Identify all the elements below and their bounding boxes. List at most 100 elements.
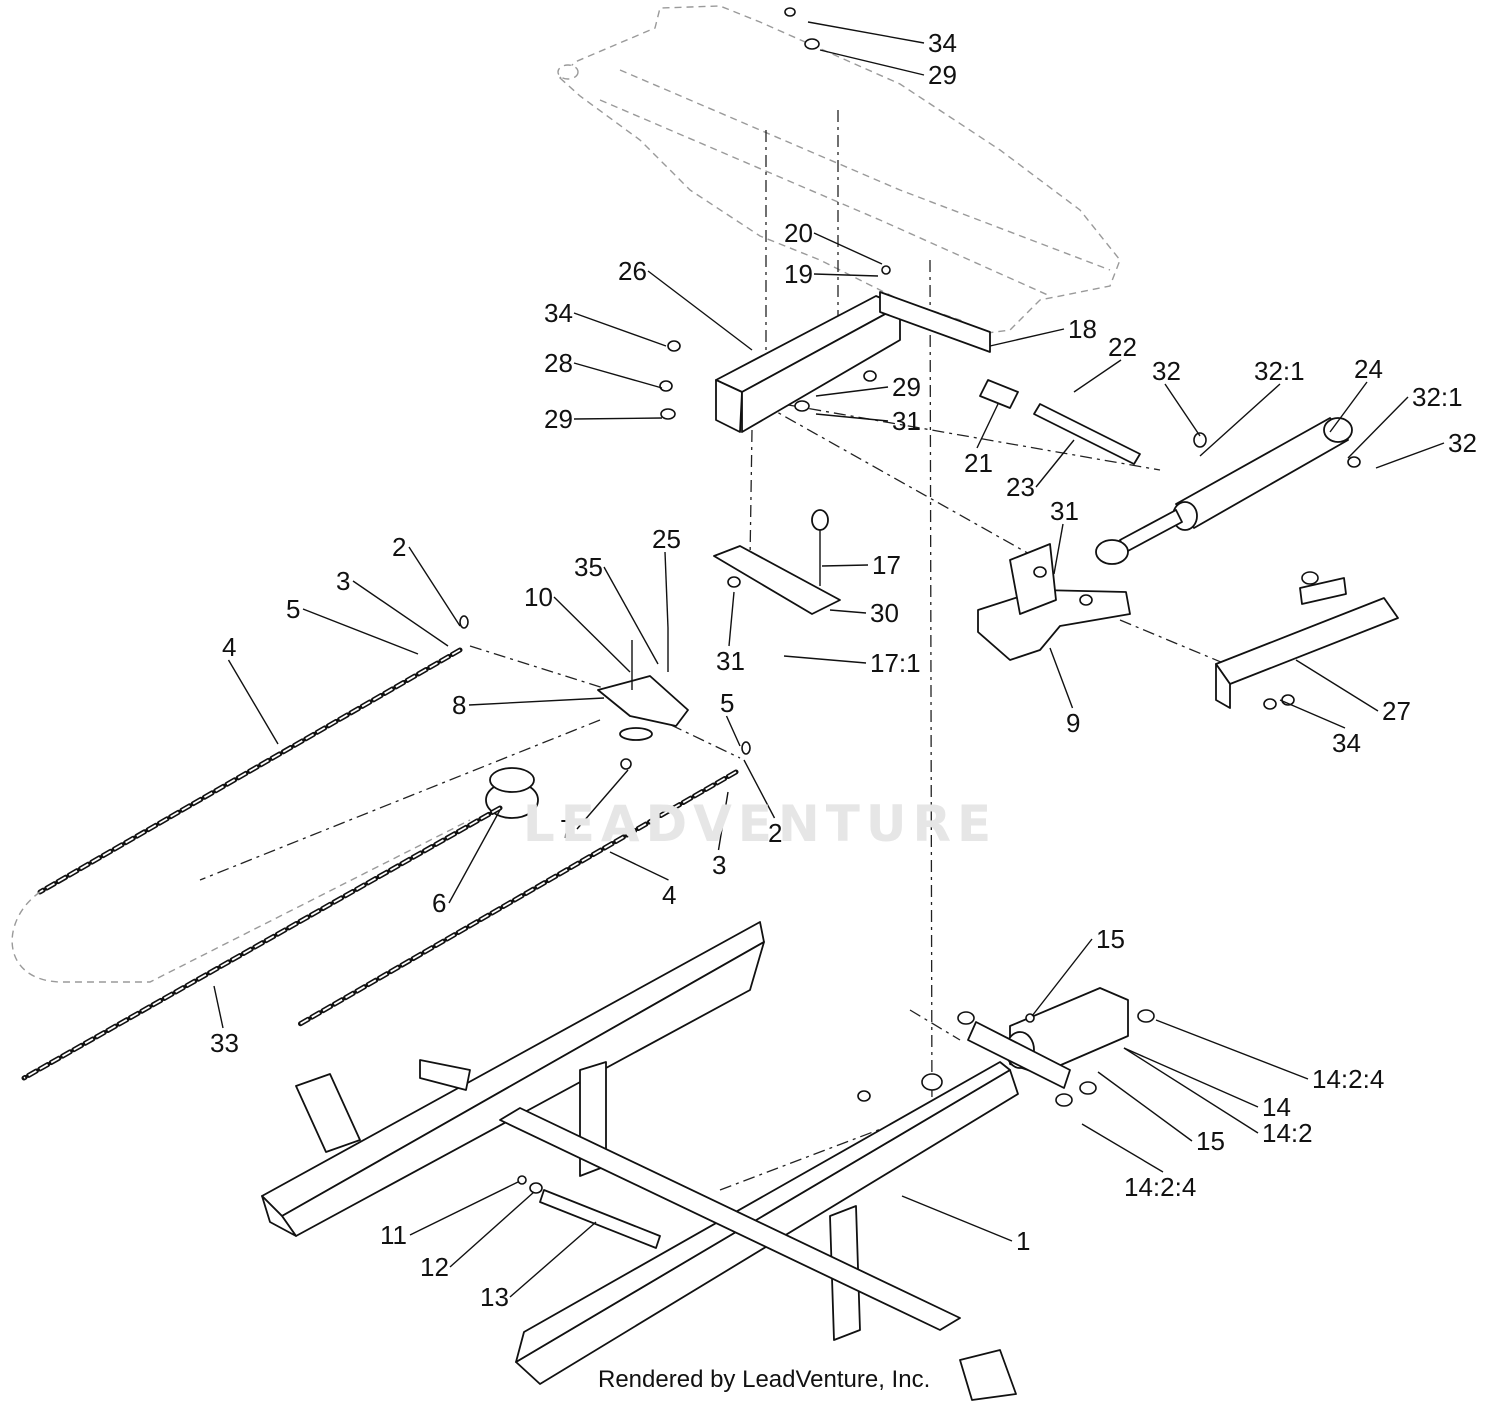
- callout-c-14: 14: [1123, 1047, 1291, 1122]
- callout-number: 5: [720, 688, 734, 718]
- callout-c-21a: 21: [964, 403, 999, 478]
- callout-number: 17: [872, 550, 901, 580]
- callout-number: 33: [210, 1028, 239, 1058]
- callout-number: 6: [432, 888, 446, 918]
- callout-c-321b: 32:1: [1347, 382, 1463, 459]
- callout-c-1: 1: [901, 1195, 1030, 1256]
- callout-number: 29: [544, 404, 573, 434]
- callout-number: 14:2:4: [1124, 1172, 1196, 1202]
- callout-leader: [1081, 1123, 1164, 1173]
- callout-number: 15: [1096, 924, 1125, 954]
- callout-c-3a: 3: [336, 566, 449, 647]
- callout-number: 31: [716, 646, 745, 676]
- callout-leader: [815, 386, 889, 397]
- callout-leader: [213, 985, 224, 1029]
- callout-number: 2: [768, 818, 782, 848]
- callout-leader: [647, 270, 753, 351]
- callout-leader: [717, 791, 729, 851]
- callout-leader: [1073, 359, 1122, 393]
- callout-number: 26: [618, 256, 647, 286]
- callout-c-27: 27: [1295, 659, 1411, 726]
- callout-leader: [829, 609, 867, 614]
- callout-leader: [989, 328, 1065, 347]
- callout-leader: [725, 715, 741, 747]
- callout-leader: [573, 417, 663, 420]
- callout-number: 32: [1448, 428, 1477, 458]
- callout-c-22: 22: [1073, 332, 1137, 393]
- callout-c-17: 17: [821, 550, 901, 580]
- callout-c-34a: 34: [807, 21, 957, 58]
- callout-leader: [352, 580, 449, 647]
- callout-number: 14:2: [1262, 1118, 1313, 1148]
- callout-c-34c: 34: [1279, 699, 1361, 758]
- callout-c-33: 33: [210, 985, 239, 1058]
- callout-leader: [1375, 442, 1445, 469]
- callout-leader: [728, 591, 735, 647]
- callout-number: 3: [712, 850, 726, 880]
- callout-leader: [227, 659, 279, 745]
- callout-number: 8: [452, 690, 466, 720]
- callout-c-4a: 4: [222, 632, 279, 745]
- callout-leader: [813, 232, 883, 265]
- pin-23: [1033, 403, 1141, 465]
- callout-c-23: 23: [1006, 439, 1075, 502]
- callout-leader: [1049, 647, 1074, 709]
- callout-number: 17:1: [870, 648, 921, 678]
- callout-leader: [609, 851, 669, 881]
- callout-number: 12: [420, 1252, 449, 1282]
- callout-c-5a: 5: [286, 594, 419, 655]
- callout-leader: [813, 273, 879, 277]
- ghost-frame-top: [557, 5, 1121, 335]
- callout-leader: [1031, 938, 1093, 1017]
- callout-c-32a: 32: [1152, 356, 1201, 437]
- callout-leader: [807, 21, 925, 44]
- mount-bracket-26: [715, 295, 901, 433]
- callout-number: 11: [380, 1220, 407, 1250]
- callout-leader: [448, 809, 501, 904]
- callout-leader: [821, 564, 869, 567]
- callout-number: 2: [392, 532, 406, 562]
- callout-leader: [1053, 523, 1064, 575]
- callout-c-24: 24: [1329, 354, 1383, 433]
- callout-c-2b: 2: [743, 759, 782, 848]
- callout-c-13: 13: [480, 1221, 597, 1312]
- callout-leader: [509, 1221, 597, 1298]
- callout-number: 15: [1196, 1126, 1225, 1156]
- callout-c-34b: 34: [544, 298, 667, 347]
- callout-leader: [1164, 383, 1201, 437]
- callout-number: 4: [222, 632, 236, 662]
- callout-leader: [1295, 659, 1379, 712]
- callout-number: 29: [928, 60, 957, 90]
- callout-leader: [743, 759, 776, 819]
- callout-leader: [1347, 396, 1409, 459]
- callout-number: 4: [662, 880, 676, 910]
- bracket-27: [1215, 577, 1399, 709]
- callout-c-31b: 31: [1050, 496, 1079, 575]
- callout-leader: [573, 312, 667, 347]
- callout-c-8: 8: [452, 690, 605, 720]
- callout-number: 27: [1382, 696, 1411, 726]
- callout-leader: [576, 769, 629, 830]
- callout-number: 19: [784, 259, 813, 289]
- callout-number: 31: [892, 406, 921, 436]
- callout-c-29a: 29: [819, 49, 957, 90]
- callout-c-15b: 15: [1097, 1071, 1225, 1156]
- callout-leader: [819, 49, 925, 76]
- callout-c-18: 18: [989, 314, 1097, 347]
- callout-c-10: 10: [524, 582, 631, 673]
- callout-c-12: 12: [420, 1191, 535, 1282]
- callout-c-5b: 5: [720, 688, 741, 747]
- chain-4-upper: [37, 647, 463, 895]
- plate-30: [713, 509, 841, 615]
- callout-c-6: 6: [432, 809, 501, 918]
- render-credit: Rendered by LeadVenture, Inc.: [598, 1366, 931, 1393]
- callout-leader: [1097, 1071, 1193, 1142]
- chain-4-lower: [297, 769, 739, 1027]
- callout-number: 25: [652, 524, 681, 554]
- callout-number: 3: [336, 566, 350, 596]
- callout-number: 22: [1108, 332, 1137, 362]
- callout-c-142: 14:2: [1123, 1047, 1313, 1148]
- callout-leader: [553, 596, 631, 673]
- callout-c-7: 7: [560, 769, 629, 844]
